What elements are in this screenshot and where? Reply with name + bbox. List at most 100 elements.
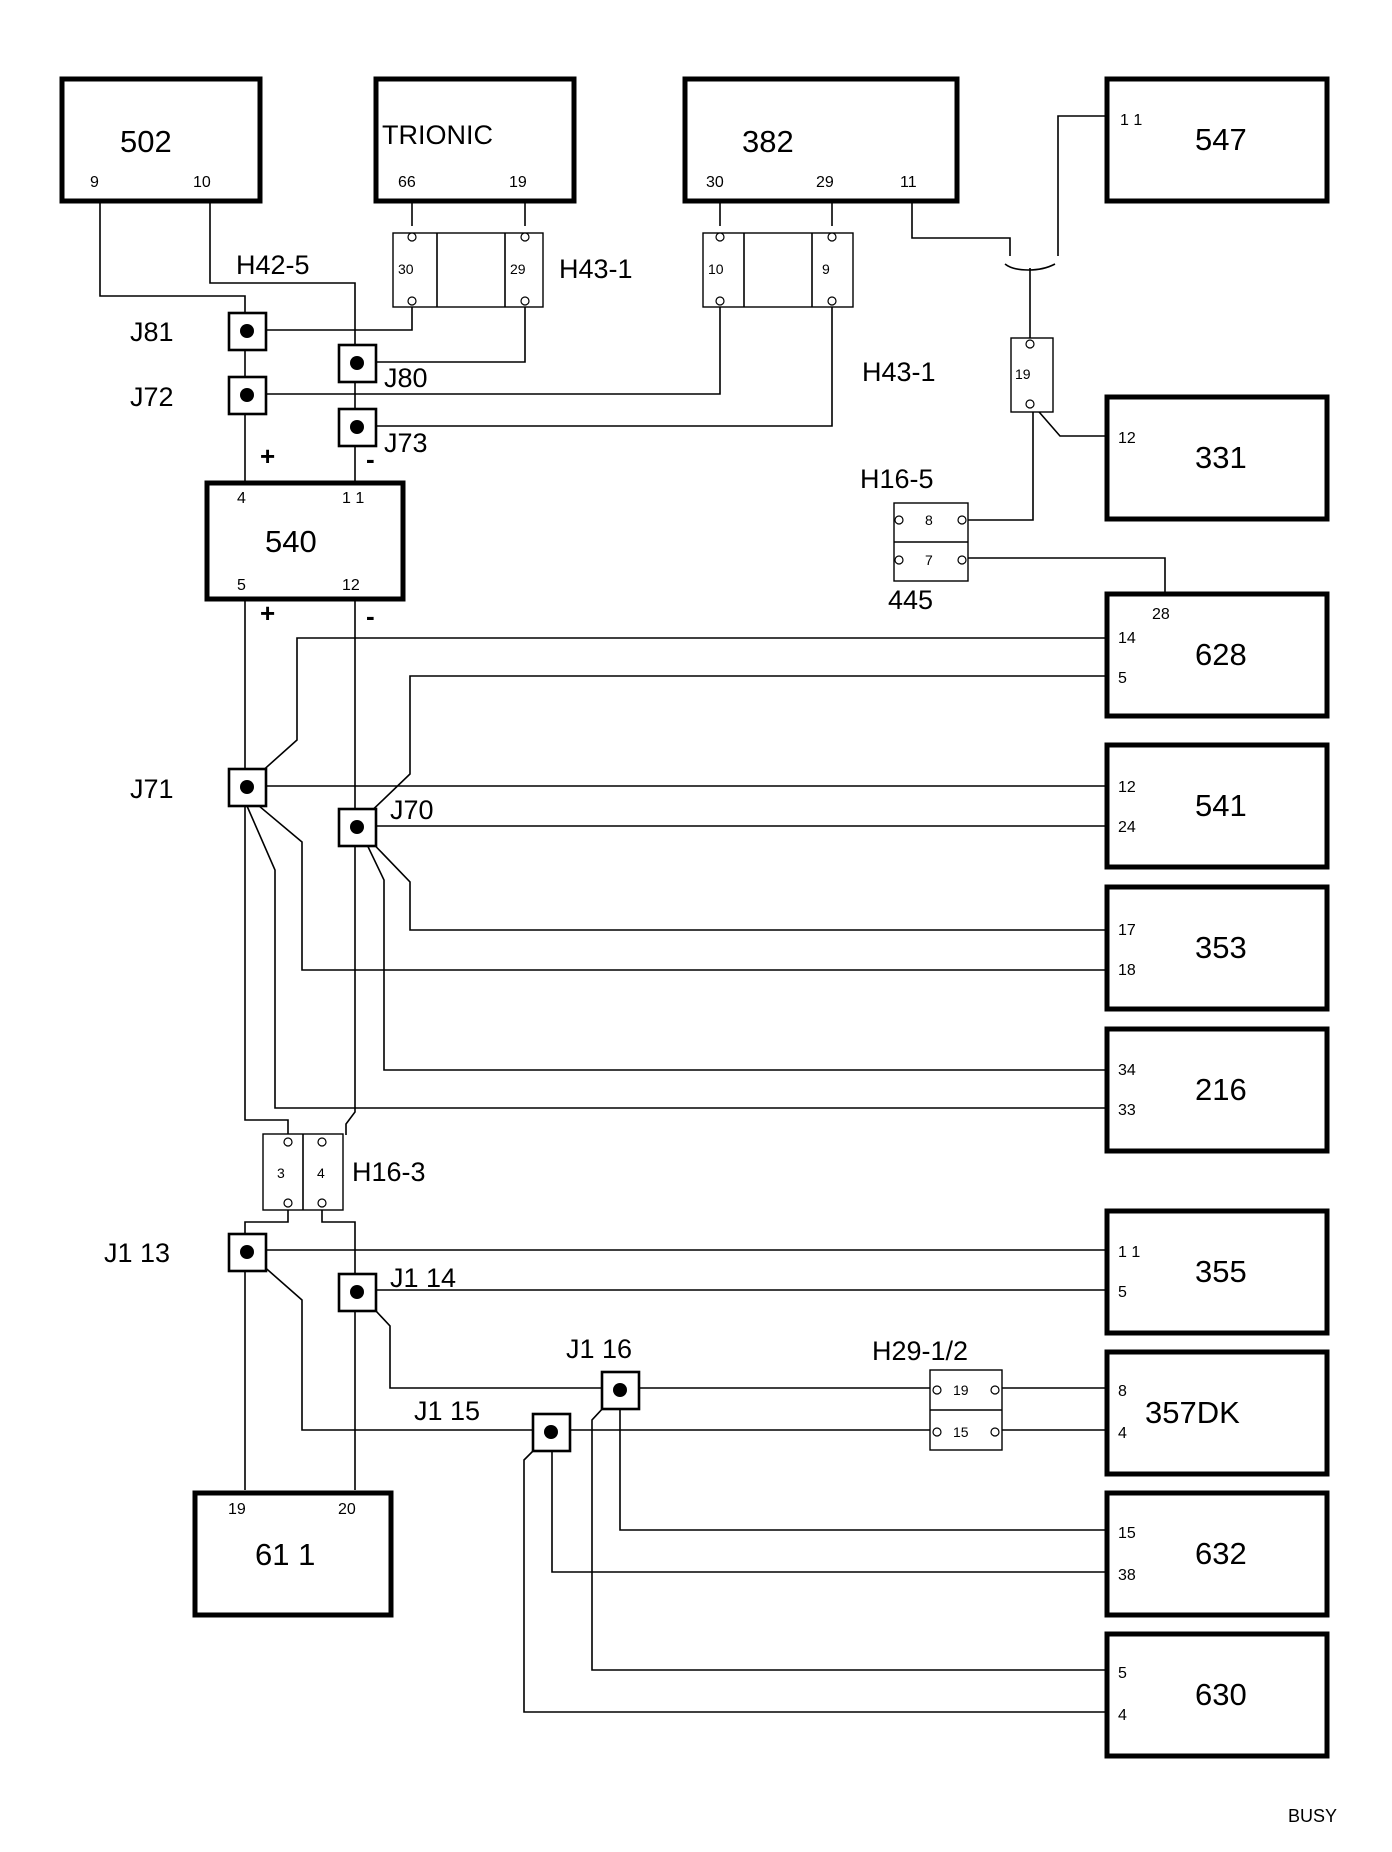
- pin-label: 4: [237, 490, 246, 507]
- junction-j1-13: J1 13: [104, 1232, 268, 1273]
- junction-label: J81: [130, 317, 174, 347]
- pin-label: 1 1: [1120, 112, 1142, 129]
- junction-j1-15: J1 15: [414, 1396, 572, 1453]
- pin-label: 12: [1118, 779, 1136, 796]
- junction-j1-16: J1 16: [566, 1334, 641, 1411]
- component-331: 331 12: [1104, 394, 1330, 522]
- component-label: TRIONIC: [382, 120, 493, 150]
- connector-h29: 19 15 H29-1/2: [872, 1336, 1003, 1451]
- connector-h16-5: 8 7 H16-5 445: [860, 464, 969, 615]
- connector-pin: 29: [510, 261, 526, 277]
- junction-label: J71: [130, 774, 174, 804]
- junction-j71: J71: [130, 767, 268, 808]
- pin-label: 30: [706, 174, 724, 191]
- junction-label: J1 16: [566, 1334, 632, 1364]
- junction-label: J1 13: [104, 1238, 170, 1268]
- pin-label: 5: [1118, 1665, 1127, 1682]
- junction-j1-14: J1 14: [337, 1263, 456, 1313]
- junction-label: J73: [384, 428, 428, 458]
- connector-pin: 19: [953, 1382, 969, 1398]
- junction-j73: J73: [337, 407, 428, 458]
- pin-label: 17: [1118, 922, 1136, 939]
- pin-label: 34: [1118, 1062, 1136, 1079]
- component-540: 540 4 1 1 5 12: [204, 480, 406, 602]
- component-355: 355 1 1 5: [1104, 1208, 1330, 1336]
- connector-label: H16-3: [352, 1157, 426, 1187]
- connector-pin: 8: [925, 512, 933, 528]
- component-label: 632: [1195, 1536, 1247, 1571]
- connector-pin: 19: [1015, 366, 1031, 382]
- junction-j70: J70: [337, 795, 434, 848]
- component-label: 541: [1195, 788, 1247, 823]
- component-630: 630 5 4: [1104, 1631, 1330, 1759]
- connector-h16-3: 3 4 H16-3: [262, 1133, 426, 1211]
- connector-label: H43-1: [862, 357, 936, 387]
- junction-j81: J81: [130, 311, 268, 352]
- pin-label: 29: [816, 174, 834, 191]
- component-216: 216 34 33: [1104, 1026, 1330, 1154]
- connector-h43-1-right: 19 H43-1: [862, 337, 1054, 413]
- component-trionic: TRIONIC 66 19: [373, 76, 577, 204]
- pin-label: 8: [1118, 1383, 1127, 1400]
- plus-sign: +: [260, 441, 275, 471]
- component-label: 355: [1195, 1254, 1247, 1289]
- component-label: 628: [1195, 637, 1247, 672]
- component-label: 353: [1195, 930, 1247, 965]
- pin-label: 1 1: [342, 490, 364, 507]
- pin-label: 66: [398, 174, 416, 191]
- component-382: 382 30 29 11: [682, 76, 960, 204]
- component-547: 547 1 1: [1104, 76, 1330, 204]
- component-502: 502 9 10: [59, 76, 263, 204]
- component-label: 502: [120, 124, 172, 159]
- connector-pin: 30: [398, 261, 414, 277]
- junction-j80: J80: [337, 343, 428, 393]
- connector-pin: 4: [317, 1165, 325, 1181]
- pin-label: 33: [1118, 1102, 1136, 1119]
- junction-label: J1 15: [414, 1396, 480, 1426]
- component-label: 547: [1195, 122, 1247, 157]
- connector-pin: 3: [277, 1165, 285, 1181]
- connector-sublabel: 445: [888, 585, 933, 615]
- plus-sign: +: [260, 598, 275, 628]
- pin-label: 1 1: [1118, 1244, 1140, 1261]
- junction-j72: J72: [130, 375, 268, 416]
- pin-label: 4: [1118, 1707, 1127, 1724]
- pin-label: 18: [1118, 962, 1136, 979]
- pin-label: 4: [1118, 1425, 1127, 1442]
- pin-label: 5: [1118, 670, 1127, 687]
- pin-label: 28: [1152, 606, 1170, 623]
- component-541: 541 12 24: [1104, 742, 1330, 870]
- junction-label: J72: [130, 382, 174, 412]
- connector-pin: 9: [822, 261, 830, 277]
- component-label: 630: [1195, 1677, 1247, 1712]
- component-label: 357DK: [1145, 1395, 1240, 1430]
- junction-label: J70: [390, 795, 434, 825]
- pin-label: 12: [1118, 430, 1136, 447]
- pin-label: 19: [509, 174, 527, 191]
- pin-label: 19: [228, 1501, 246, 1518]
- component-632: 632 15 38: [1104, 1490, 1330, 1618]
- component-label: 331: [1195, 440, 1247, 475]
- connector-pin: 7: [925, 552, 933, 568]
- connector-pin: 10: [708, 261, 724, 277]
- component-label: 540: [265, 524, 317, 559]
- pin-label: 11: [900, 174, 917, 191]
- pin-label: 12: [342, 577, 360, 594]
- component-628: 628 28 14 5: [1104, 591, 1330, 719]
- junction-label: J1 14: [390, 1263, 456, 1293]
- component-353: 353 17 18: [1104, 884, 1330, 1012]
- connector-h43-1-mid: 10 9: [702, 232, 854, 308]
- pin-label: 38: [1118, 1567, 1136, 1584]
- pin-label: 14: [1118, 630, 1136, 647]
- minus-sign: -: [366, 444, 375, 474]
- pin-label: 24: [1118, 819, 1136, 836]
- pin-label: 5: [1118, 1284, 1127, 1301]
- connector-label-h42-5: H42-5: [236, 250, 310, 280]
- component-label: 61 1: [255, 1537, 315, 1572]
- wires: [99, 115, 1166, 1713]
- junction-label: J80: [384, 363, 428, 393]
- connector-label: H16-5: [860, 464, 934, 494]
- component-611: 61 1 19 20: [192, 1490, 394, 1618]
- connector-label: H43-1: [559, 254, 633, 284]
